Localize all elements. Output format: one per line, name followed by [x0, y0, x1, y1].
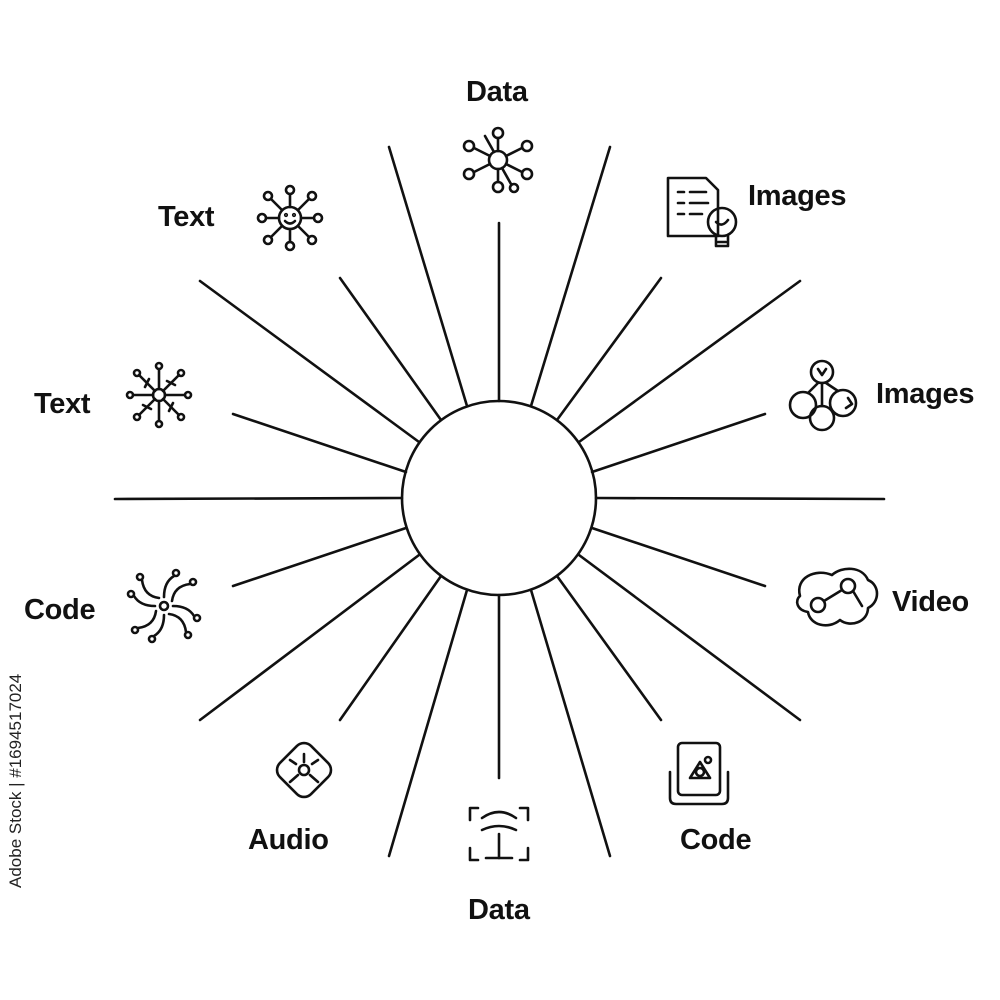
- center-circle: [400, 399, 598, 597]
- smiley-network-icon: [256, 184, 324, 252]
- label-data-bottom: Data: [468, 894, 530, 926]
- network-hub-icon: [462, 126, 534, 194]
- ray-lines: [113, 145, 886, 858]
- label-images-top: Images: [748, 180, 847, 212]
- stock-image-id: Adobe Stock | #1694517024: [6, 673, 25, 888]
- label-code-bottom: Code: [680, 824, 752, 856]
- label-video: Video: [892, 586, 969, 618]
- gear-square-icon: [275, 741, 333, 799]
- molecule-icon: [788, 359, 858, 432]
- label-audio: Audio: [248, 824, 329, 856]
- connected-nodes-icon: [795, 567, 879, 627]
- label-images-right: Images: [876, 378, 975, 410]
- tablet-gear-icon: [668, 741, 730, 806]
- spiral-network-icon: [126, 568, 202, 644]
- face-scan-icon: [468, 806, 530, 862]
- label-text-left: Text: [34, 388, 91, 420]
- star-network-icon: [125, 361, 193, 429]
- label-code-left: Code: [24, 594, 96, 626]
- label-data-top: Data: [466, 76, 528, 108]
- label-text-top: Text: [158, 201, 215, 233]
- document-lightbulb-icon: [666, 176, 738, 248]
